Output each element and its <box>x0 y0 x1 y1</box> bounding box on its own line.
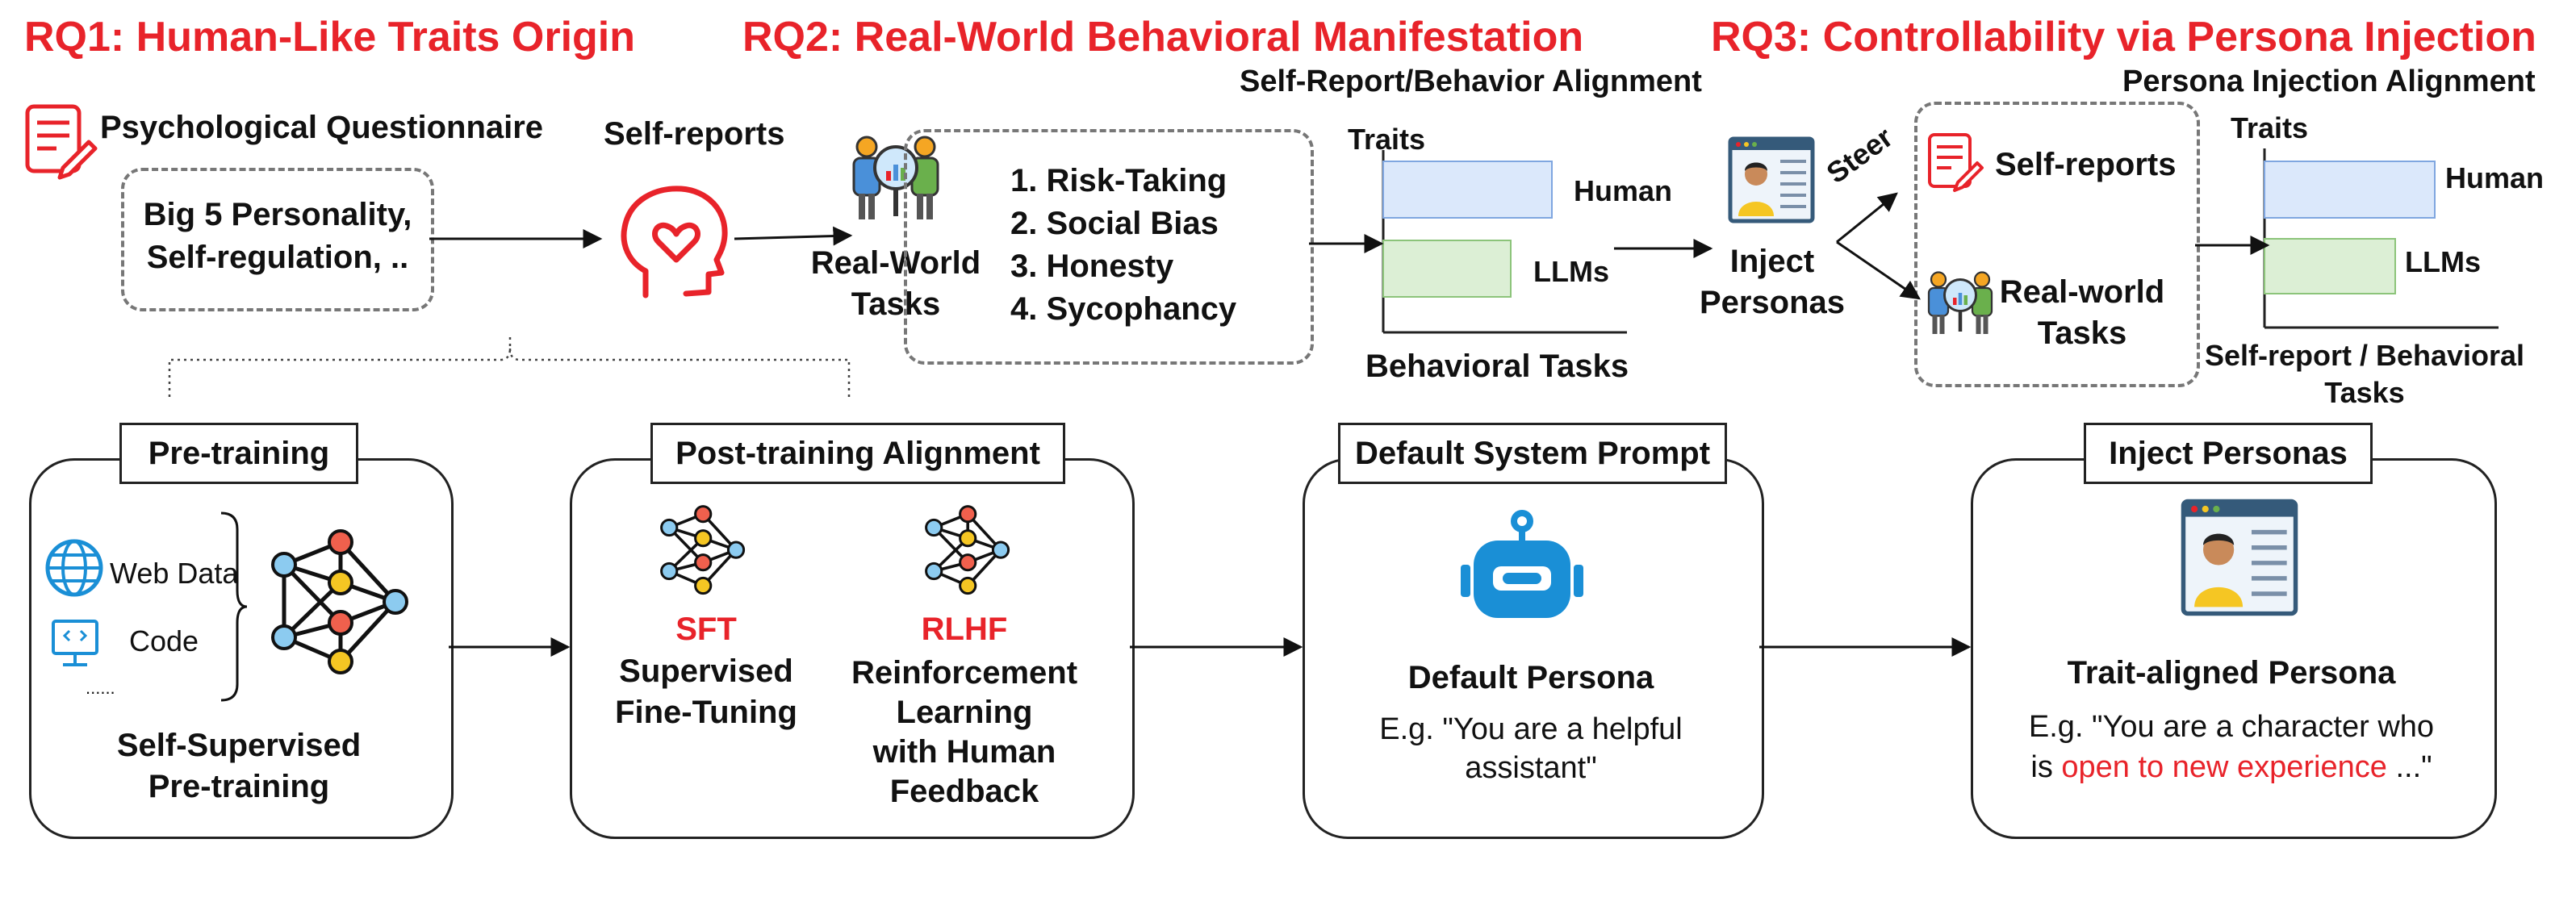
sft-full-line1: Supervised <box>619 653 793 689</box>
default-persona-example: E.g. "You are a helpful assistant" <box>1303 710 1759 787</box>
real-world-tasks-line2: Tasks <box>851 286 941 322</box>
trait-persona-title: Trait-aligned Persona <box>2067 655 2396 691</box>
sft-abbr: SFT <box>675 612 737 647</box>
rq3-human-bar <box>2264 161 2436 219</box>
brace-connector <box>168 334 851 397</box>
rq1-title: RQ1: Human-Like Traits Origin <box>24 14 636 61</box>
questionnaire-icon <box>25 104 98 180</box>
pretraining-caption: Self-Supervised Pre-training <box>29 728 449 805</box>
default-persona-title: Default Persona <box>1407 660 1654 695</box>
trait-persona-icon <box>2181 499 2298 616</box>
sft-network-icon <box>660 505 746 595</box>
rlhf-abbr: RLHF <box>921 612 1008 647</box>
rq3-self-reports-label: Self-reports <box>1995 147 2177 182</box>
real-world-tasks-label: Real-World Tasks <box>799 245 993 323</box>
top-connectors <box>168 192 2270 397</box>
rq3-people-analysis-icon <box>1927 271 1993 334</box>
trait-example-line2: is open to new experience ..." <box>1971 747 2492 787</box>
pretraining-caption-line2: Pre-training <box>148 769 330 804</box>
head-heart-icon <box>621 186 728 298</box>
inject-personas-line2: Personas <box>1699 285 1846 320</box>
code-label: Code <box>129 624 199 657</box>
rq3-real-world-line1: Real-world <box>1999 274 2165 310</box>
rq3-human-label: Human <box>2445 161 2545 194</box>
arrow-self-reports-to-tasks <box>734 226 853 246</box>
sources-ellipsis: ...... <box>86 678 115 698</box>
rq3-alignment-chart <box>2263 148 2499 329</box>
questionnaire-box-line1: Big 5 Personality, <box>143 197 412 232</box>
task-list-box: 1. Risk-Taking 2. Social Bias 3. Honesty… <box>904 129 1314 365</box>
inject-personas-title: Inject Personas <box>2084 423 2373 484</box>
rq3-llms-label: LLMs <box>2405 245 2481 278</box>
rq3-real-world-label: Real-world Tasks <box>1993 274 2171 352</box>
default-example-line2: assistant" <box>1465 751 1597 785</box>
rlhf-full-line3: with Human <box>872 734 1056 770</box>
arrow-steer-down <box>1836 240 1921 300</box>
rq2-xaxis-label: Behavioral Tasks <box>1365 349 1629 384</box>
post-training-title: Post-training Alignment <box>650 423 1065 484</box>
pretraining-network-icon <box>271 529 408 674</box>
rlhf-full: Reinforcement Learning with Human Feedba… <box>831 653 1098 812</box>
rq2-title: RQ2: Real-World Behavioral Manifestation <box>742 14 1584 61</box>
default-example-line1: E.g. "You are a helpful <box>1379 712 1683 746</box>
self-reports-doc-icon <box>1928 133 1984 192</box>
inject-personas-label: Inject Personas <box>1683 244 1861 321</box>
rlhf-network-icon <box>925 505 1010 595</box>
questionnaire-box: Big 5 Personality, Self-regulation, .. <box>121 168 434 311</box>
rq2-traits-label: Traits <box>1348 123 1426 156</box>
questionnaire-label: Psychological Questionnaire <box>100 110 544 145</box>
rq2-llms-label: LLMs <box>1533 255 1609 288</box>
rq2-human-label: Human <box>1574 174 1673 207</box>
rlhf-full-line1: Reinforcement <box>851 655 1078 691</box>
trait-example-line1: E.g. "You are a character who <box>2028 710 2435 744</box>
rq3-real-world-line2: Tasks <box>2037 315 2127 351</box>
rq3-xaxis-line1: Self-report / Behavioral <box>2204 339 2525 372</box>
rq2-human-bar <box>1382 161 1553 219</box>
trait-example-pre: is <box>2030 750 2062 784</box>
rq3-title: RQ3: Controllability via Persona Injecti… <box>1711 14 2536 61</box>
sft-full-line2: Fine-Tuning <box>615 695 797 730</box>
rq2-llm-bar <box>1382 240 1512 298</box>
pretraining-title: Pre-training <box>119 423 358 484</box>
task-item: 2. Social Bias <box>1010 206 1219 241</box>
task-list: 1. Risk-Taking 2. Social Bias 3. Honesty… <box>1010 160 1236 331</box>
task-item: 4. Sycophancy <box>1010 291 1237 327</box>
task-item: 1. Risk-Taking <box>1010 163 1227 198</box>
rq3-xaxis-line2: Tasks <box>2324 376 2405 409</box>
pipeline-connectors <box>449 637 1972 657</box>
default-prompt-panel <box>1303 458 1764 839</box>
rq3-llm-bar <box>2264 238 2396 294</box>
default-prompt-title: Default System Prompt <box>1338 423 1727 484</box>
sft-full: Supervised Fine-Tuning <box>589 653 823 731</box>
questionnaire-box-line2: Self-regulation, .. <box>146 240 409 275</box>
inject-personas-line1: Inject <box>1729 244 1815 279</box>
rq2-alignment-title: Self-Report/Behavior Alignment <box>1240 65 1702 98</box>
rlhf-full-line4: Feedback <box>889 774 1039 809</box>
rq2-alignment-chart <box>1382 150 1627 334</box>
curly-brace <box>220 511 248 702</box>
task-item: 3. Honesty <box>1010 248 1174 284</box>
arrow-steer-up <box>1836 192 1898 244</box>
pretraining-caption-line1: Self-Supervised <box>116 728 362 763</box>
globe-icon <box>45 539 103 597</box>
code-monitor-icon <box>52 620 98 666</box>
real-world-tasks-line1: Real-World <box>810 245 981 281</box>
web-data-label: Web Data <box>110 557 239 590</box>
trait-example-post: ..." <box>2386 750 2432 784</box>
rlhf-full-line2: Learning <box>896 695 1033 730</box>
trait-example-highlight: open to new experience <box>2061 750 2387 784</box>
trait-persona-example: E.g. "You are a character who is open to… <box>1971 707 2492 787</box>
self-reports-label: Self-reports <box>604 116 785 152</box>
rq3-alignment-title: Persona Injection Alignment <box>2122 65 2536 98</box>
rq3-traits-label: Traits <box>2231 111 2309 144</box>
rq3-xaxis-label: Self-report / Behavioral Tasks <box>2195 339 2534 410</box>
robot-icon <box>1461 510 1583 618</box>
persona-profile-icon <box>1728 136 1815 223</box>
